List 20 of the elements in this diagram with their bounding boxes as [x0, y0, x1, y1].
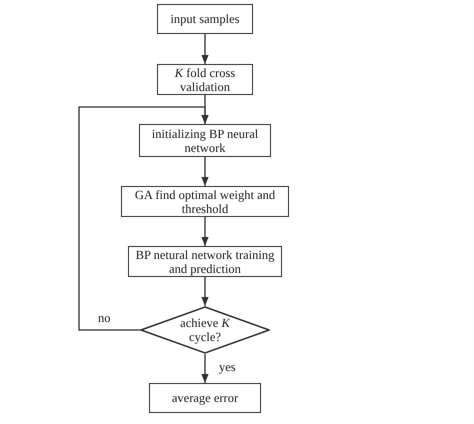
node-text: achieve K cycle? — [179, 316, 232, 344]
arrow — [78, 106, 209, 331]
arrow — [201, 157, 209, 186]
arrow — [201, 34, 209, 64]
node-text: BP netural network training and prediction — [134, 248, 276, 276]
process-box — [149, 383, 261, 413]
arrow — [201, 277, 209, 306]
process-box — [128, 246, 282, 277]
node-text: average error — [170, 391, 240, 405]
arrow — [201, 354, 209, 383]
process-box — [157, 64, 253, 95]
process-box — [121, 186, 289, 217]
arrow — [201, 217, 209, 246]
process-box — [139, 124, 271, 157]
process-box — [157, 4, 253, 34]
node-text: initializing BP neural network — [150, 126, 260, 154]
node-text: GA find optimal weight and threshold — [134, 188, 276, 216]
decision-diamond — [140, 306, 270, 354]
node-text: K fold cross validation — [174, 66, 236, 94]
node-text: input samples — [169, 12, 241, 26]
